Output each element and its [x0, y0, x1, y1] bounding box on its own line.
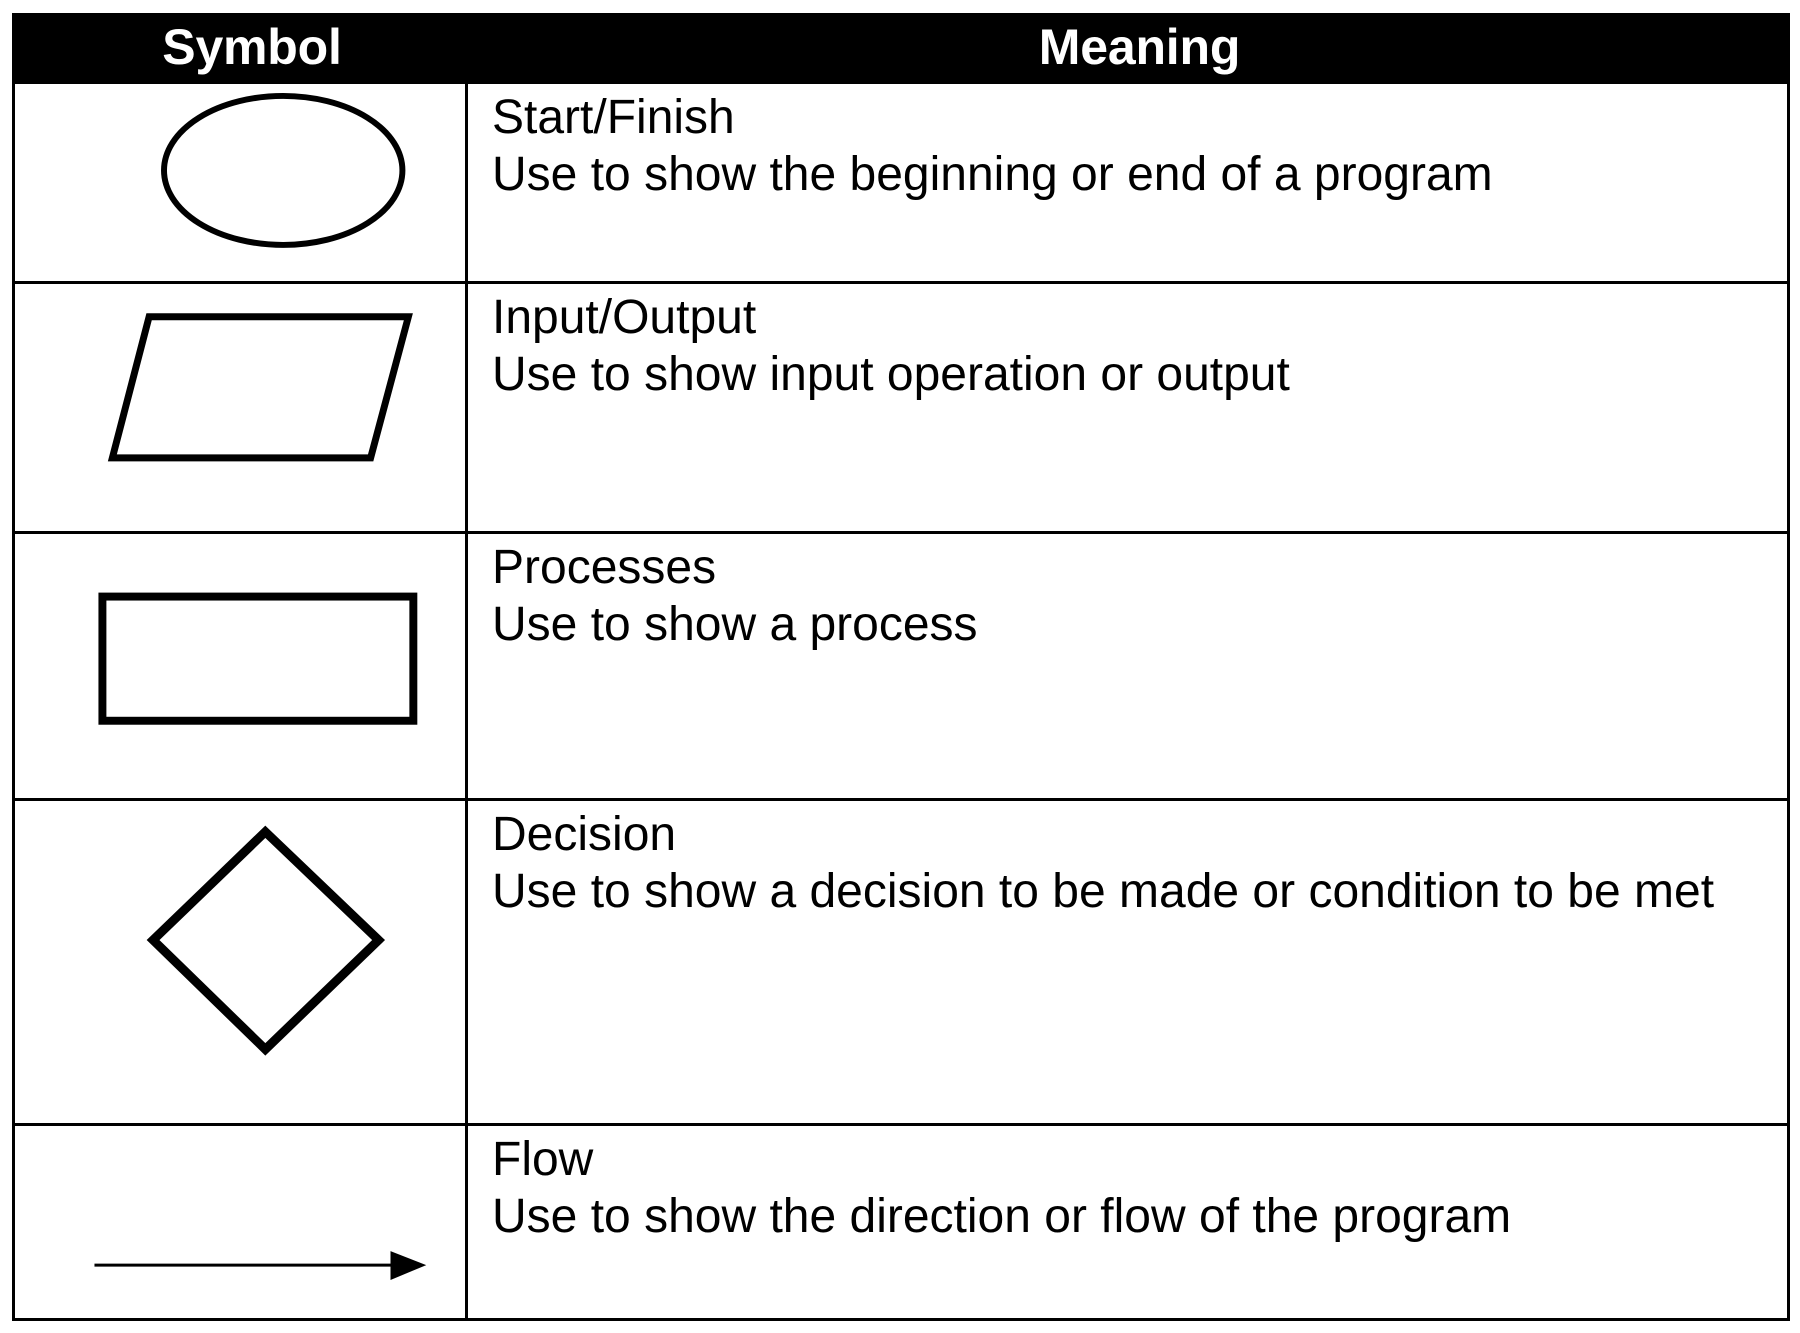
column-header-symbol-label: Symbol [162, 19, 342, 75]
meaning-description: Use to show a process [492, 598, 978, 651]
table-row: Flow Use to show the direction or flow o… [12, 1123, 1790, 1321]
meaning-description: Use to show the direction or flow of the… [492, 1190, 1512, 1243]
symbol-cell-start-finish [12, 81, 468, 284]
symbol-cell-input-output [12, 281, 468, 534]
meaning-title: Flow [492, 1133, 594, 1186]
symbol-cell-decision [12, 798, 468, 1126]
flowchart-symbol-table: Symbol Meaning Start/Finish Use t [12, 13, 1790, 1321]
meaning-cell-start-finish: Start/Finish Use to show the beginning o… [465, 81, 1790, 284]
table-row: Input/Output Use to show input operation… [12, 281, 1790, 534]
column-header-symbol: Symbol [12, 13, 468, 84]
meaning-title: Input/Output [492, 291, 757, 344]
meaning-cell-flow: Flow Use to show the direction or flow o… [465, 1123, 1790, 1321]
symbol-cell-processes [12, 531, 468, 801]
parallelogram-icon [107, 313, 413, 462]
meaning-cell-processes: Processes Use to show a process [465, 531, 1790, 801]
table-header-row: Symbol Meaning [12, 13, 1790, 84]
meaning-cell-decision: Decision Use to show a decision to be ma… [465, 798, 1790, 1126]
arrow-icon [94, 1251, 427, 1280]
meaning-cell-input-output: Input/Output Use to show input operation… [465, 281, 1790, 534]
column-header-meaning-label: Meaning [1038, 19, 1241, 75]
column-header-meaning: Meaning [465, 13, 1790, 84]
table-row: Processes Use to show a process [12, 531, 1790, 801]
table-row: Start/Finish Use to show the beginning o… [12, 81, 1790, 284]
meaning-description: Use to show the beginning or end of a pr… [492, 148, 1493, 201]
meaning-description: Use to show a decision to be made or con… [492, 865, 1715, 918]
meaning-description: Use to show input operation or output [492, 348, 1290, 401]
table-row: Decision Use to show a decision to be ma… [12, 798, 1790, 1126]
ellipse-icon [161, 92, 406, 248]
meaning-title: Processes [492, 541, 717, 594]
meaning-title: Decision [492, 808, 677, 861]
rectangle-icon [98, 592, 418, 725]
symbol-cell-flow [12, 1123, 468, 1321]
diamond-icon [146, 825, 386, 1056]
meaning-title: Start/Finish [492, 91, 735, 144]
